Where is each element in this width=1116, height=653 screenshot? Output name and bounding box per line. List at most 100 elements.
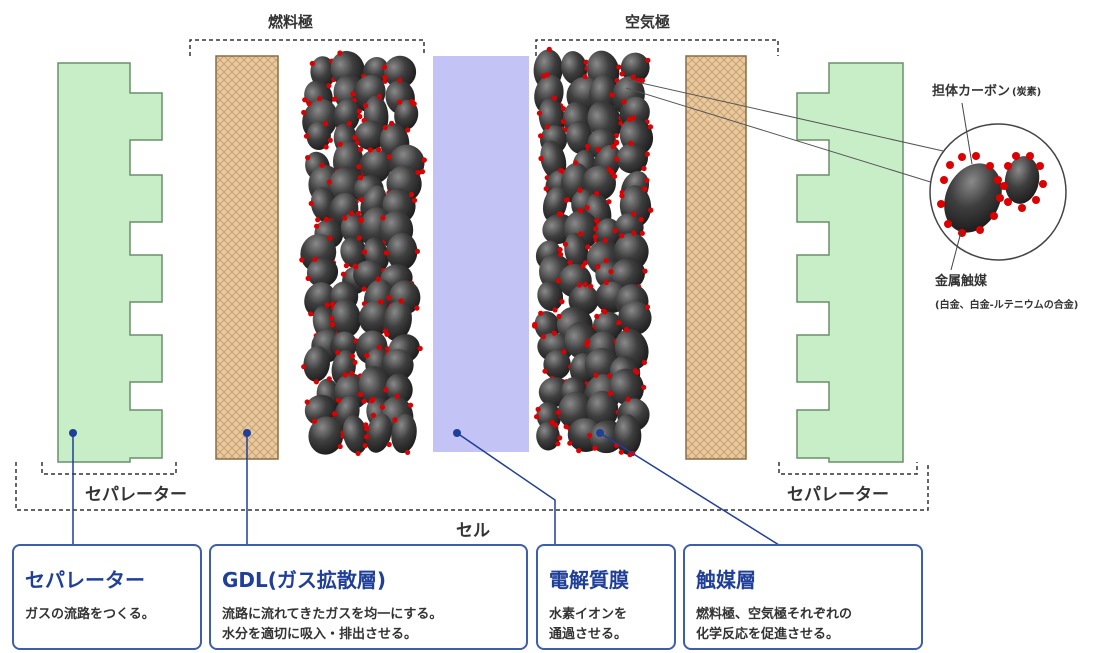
catalyst-dot <box>587 432 593 439</box>
catalyst-dot <box>350 91 356 97</box>
catalyst-dot <box>346 121 352 127</box>
catalyst-dot <box>414 305 420 311</box>
catalyst-dot <box>592 445 598 451</box>
catalyst-dot <box>641 165 647 172</box>
cell-bracket <box>15 462 929 511</box>
catalyst-dot <box>337 50 343 56</box>
catalyst-dot <box>612 173 618 179</box>
catalyst-dot <box>386 441 392 448</box>
cell-label: セル <box>456 521 490 541</box>
catalyst-dot <box>383 387 389 393</box>
carbon-particle <box>610 368 644 406</box>
magnified-catalyst-dots <box>937 152 1047 237</box>
catalyst-dot <box>594 190 600 197</box>
catalyst-dot <box>972 152 980 160</box>
catalyst-dot <box>1012 152 1020 160</box>
separator-right-plate <box>796 62 904 463</box>
catalyst-dot <box>380 215 386 221</box>
metal-catalyst-note: (白金、白金-ルテニウムの合金) <box>935 298 1078 311</box>
catalyst-pointer <box>950 231 962 271</box>
carbon-particle <box>308 416 344 455</box>
catalyst-dot <box>327 137 333 143</box>
catalyst-dot <box>1036 162 1044 170</box>
catalyst-dot <box>408 191 415 198</box>
catalyst-dot <box>623 326 630 333</box>
catalyst-dot <box>631 230 637 236</box>
catalyst-dot <box>313 379 319 385</box>
catalyst-dot <box>631 115 637 121</box>
catalyst-dot <box>621 99 627 105</box>
catalyst-dot <box>592 234 599 240</box>
catalyst-dot <box>342 372 348 378</box>
cathode-label: 空気極 <box>625 13 670 31</box>
catalyst-dot <box>642 268 648 274</box>
carbon-particle <box>537 281 564 311</box>
catalyst-dot <box>1039 180 1047 188</box>
carbon-particle <box>394 99 419 131</box>
catalyst-dot <box>644 151 650 157</box>
catalyst-dot <box>378 299 384 305</box>
catalyst-dot <box>364 434 370 440</box>
callout-membrane-line-2: 通過させる。 <box>549 626 627 642</box>
carbon-particle <box>614 414 642 455</box>
callout-catalyst: 触媒層 燃料極、空気極それぞれの 化学反応を促進させる。 <box>683 544 923 650</box>
catalyst-dot <box>641 359 648 366</box>
carbon-particle <box>391 413 417 454</box>
catalyst-dot <box>353 264 359 270</box>
catalyst-dot <box>1004 198 1012 206</box>
catalyst-layer-left <box>299 50 427 456</box>
catalyst-dot <box>370 412 376 418</box>
catalyst-dot <box>552 307 558 313</box>
catalyst-dot <box>540 334 546 340</box>
callout-catalyst-title: 触媒層 <box>696 568 756 592</box>
catalyst-dot <box>383 250 389 256</box>
carbon-particle <box>620 52 650 83</box>
callout-gdl: GDL(ガス拡散層) 流路に流れてきたガスを均一にする。 水分を適切に吸入・排出… <box>209 544 528 650</box>
carbon-particle <box>383 300 412 341</box>
catalyst-dot <box>645 57 651 63</box>
catalyst-dot <box>327 235 333 241</box>
catalyst-dot <box>364 352 370 359</box>
catalyst-dot <box>607 390 614 396</box>
catalyst-dot <box>405 449 411 455</box>
catalyst-dot <box>363 103 369 109</box>
catalyst-dot <box>1018 204 1026 212</box>
carbon-particle <box>306 257 339 288</box>
catalyst-dot <box>326 83 332 89</box>
carbon-pointer <box>961 102 973 165</box>
catalyst-dot <box>631 211 637 217</box>
catalyst-dot <box>551 95 557 101</box>
catalyst-dot <box>356 108 362 114</box>
catalyst-dot <box>362 249 368 255</box>
catalyst-dot <box>306 100 312 107</box>
catalyst-dot <box>613 133 619 139</box>
carbon-particle <box>618 301 652 336</box>
catalyst-dot <box>567 440 573 446</box>
catalyst-dot <box>937 200 945 208</box>
catalyst-dot <box>588 283 594 289</box>
callout-membrane: 電解質膜 水素イオンを 通過させる。 <box>536 544 676 650</box>
catalyst-dot <box>355 210 362 216</box>
callout-catalyst-line-2: 化学反応を促進させる。 <box>696 626 839 642</box>
catalyst-dot <box>584 205 590 211</box>
catalyst-dot <box>398 298 404 304</box>
catalyst-dot <box>337 443 343 450</box>
carbon-particle <box>610 257 646 291</box>
catalyst-dot <box>363 422 369 428</box>
catalyst-dot <box>356 235 362 241</box>
catalyst-dot <box>610 144 616 150</box>
catalyst-dot <box>594 313 600 319</box>
electrolyte-membrane <box>433 56 529 452</box>
catalyst-dot <box>534 414 540 420</box>
catalyst-dot <box>397 99 403 105</box>
catalyst-dot <box>361 398 367 404</box>
catalyst-dot <box>594 264 601 270</box>
catalyst-dot <box>647 124 654 130</box>
catalyst-pointer-dot <box>596 429 604 437</box>
catalyst-dot <box>544 72 550 78</box>
magnified-carbon-particle <box>944 156 1040 233</box>
catalyst-dot <box>538 155 544 162</box>
catalyst-dot <box>582 281 588 288</box>
catalyst-dot <box>358 197 364 203</box>
catalyst-dot <box>626 116 633 122</box>
